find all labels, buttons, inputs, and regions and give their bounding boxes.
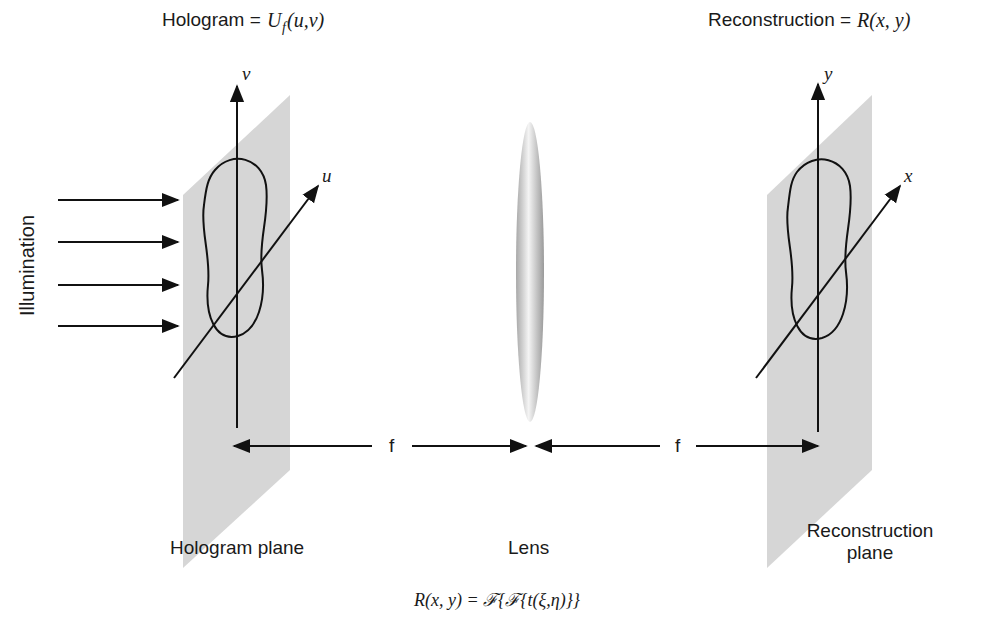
dimension-label: f <box>389 435 394 457</box>
hologram-outline <box>203 159 267 337</box>
formula-caption: R(x, y) = ℱ{ℱ{t(ξ,η)}} <box>414 590 580 611</box>
v-axis <box>236 86 238 428</box>
dimension-label: f <box>675 435 680 457</box>
part-label: Reconstruction plane <box>805 520 935 564</box>
x-axis <box>756 186 900 378</box>
part-label: Lens <box>508 537 549 559</box>
header-text: Hologram = <box>162 9 261 31</box>
header-text: R(x, y) <box>857 9 910 32</box>
illumination-arrows <box>58 200 178 326</box>
header-text: Reconstruction = <box>708 9 851 31</box>
focal-dimension <box>234 445 818 447</box>
lens-shape <box>516 122 544 422</box>
axis-label: u <box>322 165 332 187</box>
u-axis <box>174 186 318 378</box>
rotated-label: Illumination <box>16 215 39 316</box>
part-label: Hologram plane <box>170 537 304 559</box>
header-text: (u,v) <box>287 9 324 32</box>
reconstruction-plane <box>767 95 872 568</box>
axis-label: x <box>904 165 912 187</box>
axis-label: v <box>242 63 250 85</box>
axis-label: y <box>824 63 832 85</box>
y-axis <box>817 84 819 432</box>
subscript: f <box>282 20 286 36</box>
symbol: U <box>267 9 281 32</box>
